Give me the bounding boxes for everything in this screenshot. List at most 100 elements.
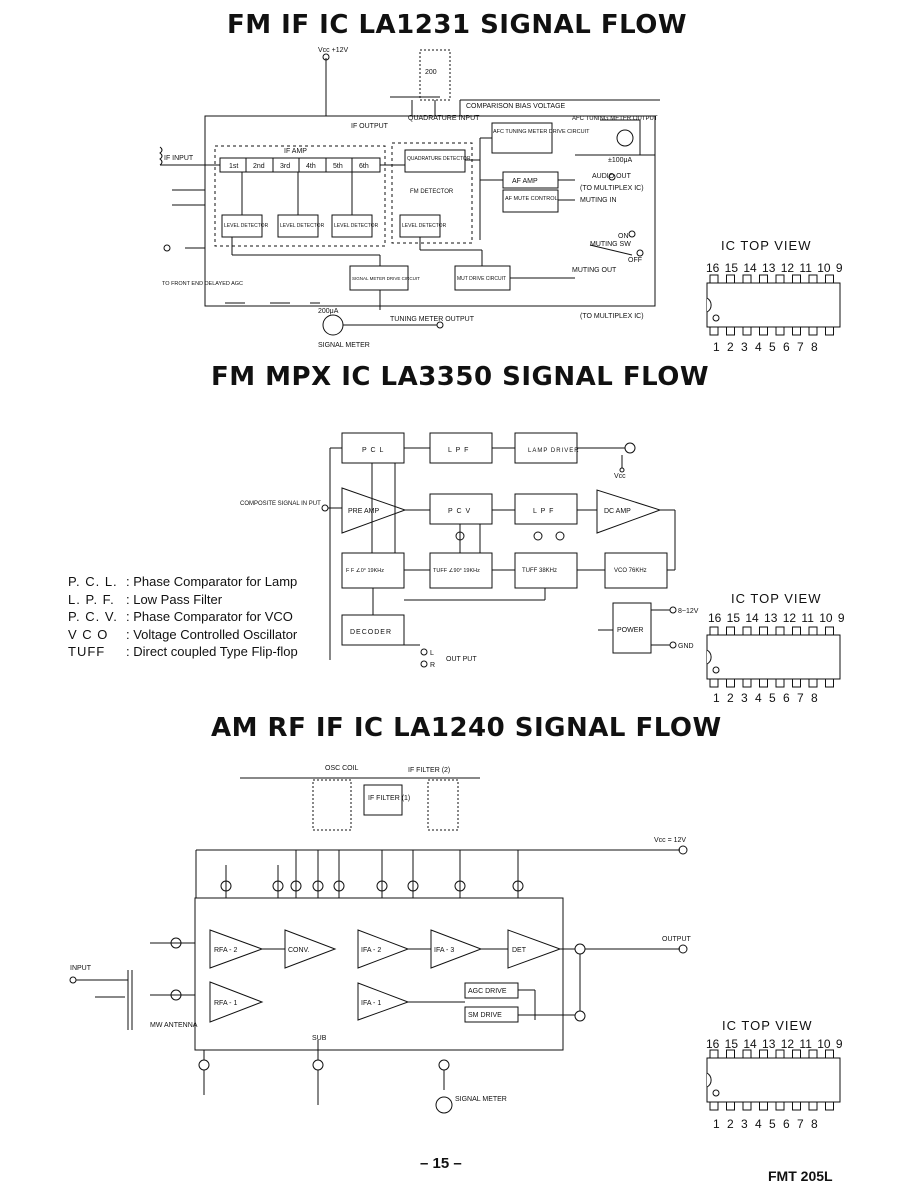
fm-if-input: IF INPUT <box>164 155 194 162</box>
am-input: INPUT <box>70 965 92 972</box>
agc-drive-label: AGC DRIVE <box>468 988 507 995</box>
ic-pin <box>726 678 735 688</box>
ic-pin <box>709 1101 719 1111</box>
ic-pin <box>742 1049 752 1059</box>
ic-pin <box>775 1101 785 1111</box>
ifa1-label: IFA - 1 <box>361 1000 381 1007</box>
out-r: R <box>430 662 435 669</box>
pre-amp-triangle <box>341 487 407 534</box>
model-number: FMT 205L <box>768 1168 833 1184</box>
level-detector-1-label: LEVEL DETECTOR <box>224 223 269 229</box>
stage-4: 4th <box>306 163 316 170</box>
mpx-legend: P. C. L.: Phase Comparator for Lamp L. P… <box>68 573 298 661</box>
ic-pin <box>709 678 719 688</box>
quadrature-input: QUADRATURE INPUT <box>408 115 480 122</box>
ic-pin <box>726 1101 735 1111</box>
am-signal-meter-label: SIGNAL METER <box>455 1096 507 1103</box>
ic-pin <box>775 626 785 636</box>
ic-pin <box>726 1049 735 1059</box>
ic-top-view-label-2: IC TOP VIEW <box>731 591 821 606</box>
ic-pin <box>726 326 735 336</box>
ic-top-pins-3: 16 15 14 13 12 11 10 9 <box>706 1037 843 1051</box>
am-ic-outline <box>194 897 564 1051</box>
dc-amp-triangle <box>596 489 662 534</box>
if-filter-2 <box>427 779 459 831</box>
muting-on: ON <box>618 233 629 240</box>
ic-pin <box>742 626 752 636</box>
pcv-label: P C V <box>448 508 471 515</box>
stage-3: 3rd <box>280 163 290 170</box>
ic-pin <box>808 326 818 336</box>
component-200: 200 <box>425 69 437 76</box>
current-label: ±100μA <box>608 157 633 164</box>
ic-pin <box>808 626 818 636</box>
sub-label: SUB <box>312 1035 327 1042</box>
pcl-label: P C L <box>362 447 384 454</box>
legend-row: TUFF: Direct coupled Type Flip-flop <box>68 643 298 661</box>
signal-meter-drive <box>349 265 409 291</box>
af-amp-label: AF AMP <box>512 178 538 185</box>
ic-top-view-label-3: IC TOP VIEW <box>722 1018 812 1033</box>
ic-pin <box>825 274 834 284</box>
rfa2-triangle <box>209 929 264 969</box>
ff-label: F F ∠0° 19KHz <box>346 567 384 574</box>
ic-pin <box>792 326 801 336</box>
ic-pin <box>808 1049 818 1059</box>
ic-pin <box>709 326 719 336</box>
ic-bottom-pins-1: 1 2 3 4 5 6 7 8 <box>713 340 818 354</box>
lamp-vcc: Vcc <box>614 473 626 480</box>
legend-abbr: P. C. V. <box>68 609 118 624</box>
fm-if-ic-outline <box>204 115 656 307</box>
ifa2-triangle <box>357 929 410 969</box>
if-filter-1-label: IF FILTER (1) <box>368 795 410 802</box>
ic-pin <box>775 678 785 688</box>
audio-out: AUDIO OUT <box>592 173 632 180</box>
ic-pin <box>742 326 752 336</box>
det-label: DET <box>512 947 527 954</box>
legend-desc: : Phase Comparator for VCO <box>126 609 293 624</box>
am-output: OUTPUT <box>662 936 692 943</box>
legend-row: L. P. F.: Low Pass Filter <box>68 591 298 609</box>
fm-if-vcc: Vcc +12V <box>318 47 348 54</box>
osc-coil-label: OSC COIL <box>325 765 359 772</box>
rfa1-triangle <box>209 981 264 1023</box>
am-signal-meter <box>435 1096 453 1114</box>
title-am-rf: AM RF IF IC LA1240 SIGNAL FLOW <box>211 713 722 743</box>
ic-pin <box>759 678 768 688</box>
title-fm-mpx: FM MPX IC LA3350 SIGNAL FLOW <box>211 362 710 392</box>
power-label: POWER <box>617 627 643 634</box>
fm-if-output: IF OUTPUT <box>351 123 389 130</box>
stage-2: 2nd <box>253 163 265 170</box>
ic-pin <box>775 1049 785 1059</box>
ic-package-3 <box>706 1057 841 1103</box>
ic-pin <box>726 626 735 636</box>
ic-pin <box>775 326 785 336</box>
ic-pin <box>726 274 735 284</box>
legend-abbr: TUFF <box>68 644 106 659</box>
ic-pin <box>792 678 801 688</box>
signal-meter-drive-label: SIGNAL METER DRIVE CIRCUIT <box>352 276 420 281</box>
decoder-label: DECODER <box>350 629 392 636</box>
lpf-1-label: L P F <box>448 447 469 454</box>
ic-pin <box>825 678 834 688</box>
ic-pin <box>709 274 719 284</box>
ic-pin <box>742 678 752 688</box>
ifa1-triangle <box>357 982 410 1021</box>
out-l: L <box>430 650 434 657</box>
if-filter-2-label: IF FILTER (2) <box>408 767 450 774</box>
meter-current: 200μA <box>318 308 339 315</box>
comparison-bias: COMPARISON BIAS VOLTAGE <box>466 103 566 110</box>
lamp-driver-label: LAMP DRIVER <box>528 448 580 454</box>
ic-pin <box>808 678 818 688</box>
mut-drive-label: MUT DRIVE CIRCUIT <box>457 276 506 282</box>
legend-row: V C O: Voltage Controlled Oscillator <box>68 626 298 644</box>
legend-abbr: L. P. F. <box>68 591 115 607</box>
ic-pin <box>792 626 801 636</box>
tuning-meter-output: TUNING METER OUTPUT <box>390 316 475 323</box>
legend-desc: : Phase Comparator for Lamp <box>126 574 298 589</box>
ic-pin <box>808 1101 818 1111</box>
ic-top-view-label-1: IC TOP VIEW <box>721 238 811 253</box>
lpf-2-label: L P F <box>533 508 554 515</box>
level-detector-3-label: LEVEL DETECTOR <box>334 223 379 229</box>
ic-pin <box>742 1101 752 1111</box>
